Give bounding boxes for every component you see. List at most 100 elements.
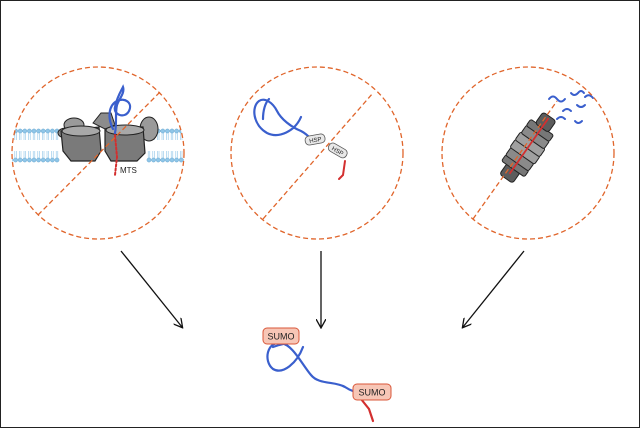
mts-signal-sequence (114, 134, 119, 176)
lipid-tail (175, 151, 178, 158)
hsp-chaperone-right (327, 142, 348, 159)
pore-rim-left (61, 125, 101, 137)
lipid-head (50, 157, 55, 163)
lipid-head (17, 157, 23, 163)
lipid-tail (55, 151, 59, 158)
lipid-head (45, 128, 51, 134)
lipid-tail (46, 151, 49, 158)
dashed-circle (11, 66, 185, 240)
lipid-tail (157, 151, 160, 158)
lipid-tail (37, 133, 40, 140)
lipid-head (45, 157, 51, 163)
sumo-tag-bottom (352, 383, 392, 401)
peptide-fragment (576, 104, 586, 108)
lipid-head (27, 157, 32, 163)
lipid-head (165, 128, 170, 134)
protein-chain (266, 341, 365, 395)
lipid-head (31, 157, 37, 163)
lipid-head (17, 128, 23, 134)
lipid-tail (51, 133, 54, 140)
lipid-tail (152, 151, 155, 158)
lipid-head (40, 128, 46, 134)
lipid-tail (185, 151, 187, 158)
lipid-tail (55, 133, 59, 140)
peptide-fragment (556, 116, 566, 120)
lipid-tail (12, 133, 13, 140)
sumo-label-bottom: SUMO (359, 388, 386, 398)
lipid-tail (19, 133, 22, 140)
lipid-head (13, 157, 18, 163)
protein-chain (253, 98, 315, 143)
peptide-fragment (548, 95, 566, 103)
sumoylated-protein: SUMO SUMO (262, 327, 392, 423)
lipid-head (146, 157, 152, 163)
lipid-tail (185, 133, 187, 140)
mts-label: MTS (120, 166, 137, 175)
lipid-tail (175, 133, 178, 140)
strike-through-line (472, 100, 558, 220)
strike-through-line (262, 92, 374, 220)
lipid-tail (170, 133, 174, 140)
sumo-label-top: SUMO (268, 332, 295, 342)
lipid-head (12, 128, 14, 134)
lipid-head (165, 157, 170, 163)
lipid-head (160, 128, 166, 134)
lipid-head (169, 128, 175, 134)
lipid-tail (23, 151, 26, 158)
lipid-tail (32, 151, 36, 158)
proteasome (500, 112, 556, 183)
hsp-label-right: HSP (330, 146, 344, 157)
lipid-tail (14, 151, 17, 158)
lipid-tail (147, 151, 151, 158)
arrow-left (120, 250, 182, 327)
lipid-head (36, 128, 41, 134)
signal-sequence (338, 160, 346, 180)
lipid-head (169, 157, 175, 163)
lipid-head (31, 128, 37, 134)
peptide-fragment (562, 108, 572, 112)
lipid-head (54, 157, 60, 163)
sumo-tag-top (262, 327, 300, 345)
lipid-tail (32, 133, 36, 140)
protein-chain-hook (261, 97, 271, 121)
lipid-head (155, 157, 161, 163)
lipid-head (174, 157, 179, 163)
translocase-complex (57, 112, 159, 162)
lipid-head (178, 157, 184, 163)
dashed-circle (230, 66, 404, 240)
hsp-chaperone-left (304, 133, 326, 146)
lipid-head (151, 157, 156, 163)
lipid-tail (42, 151, 45, 158)
lipid-bilayer (12, 128, 187, 163)
lipid-tail (161, 133, 164, 140)
hsp-label-left: HSP (309, 137, 322, 145)
lipid-head (183, 157, 184, 163)
lipid-head (160, 157, 166, 163)
lipid-head (183, 128, 184, 134)
lipid-tail (28, 151, 31, 158)
lipid-tail (166, 151, 169, 158)
lipid-tail (161, 151, 164, 158)
lipid-tail (14, 133, 17, 140)
dashed-circle (441, 66, 615, 240)
lipid-tail (28, 133, 31, 140)
peptide-fragment (584, 94, 594, 99)
strike-through-line (37, 90, 162, 216)
panel-chaperone-bound: HSP HSP (230, 66, 404, 240)
lipid-head (174, 128, 179, 134)
peptide-fragment (574, 120, 583, 124)
lipid-tail (42, 133, 45, 140)
peptide-fragment (570, 90, 585, 96)
lipid-tail (170, 151, 174, 158)
lipid-head (40, 157, 46, 163)
signal-sequence (359, 397, 375, 423)
lipid-tail (46, 133, 49, 140)
lipid-tail (37, 151, 40, 158)
peptide-fragments (548, 90, 594, 124)
lipid-tail (23, 133, 26, 140)
lipid-head (22, 128, 28, 134)
lipid-head (22, 157, 28, 163)
panel-proteasome-degradation (441, 66, 615, 240)
